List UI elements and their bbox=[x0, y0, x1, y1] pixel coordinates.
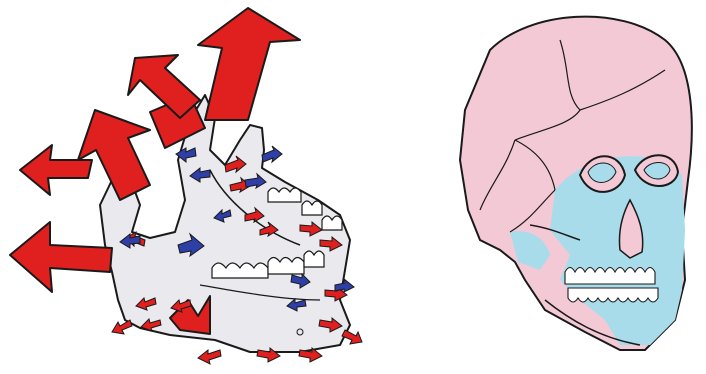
upper-teeth bbox=[565, 268, 655, 285]
small-red-arrow bbox=[342, 330, 362, 344]
large-red-arrow bbox=[198, 8, 300, 120]
mandible-svg bbox=[0, 0, 380, 374]
mandible-growth-diagram bbox=[0, 0, 380, 374]
small-red-arrow bbox=[112, 320, 132, 334]
small-blue-arrow bbox=[262, 146, 282, 162]
large-red-arrow bbox=[10, 222, 112, 292]
skull-svg bbox=[420, 0, 706, 374]
lower-teeth-skull bbox=[568, 288, 658, 302]
skull-remodeling-diagram bbox=[420, 0, 706, 374]
small-red-arrow bbox=[198, 350, 221, 364]
large-red-arrow bbox=[78, 110, 150, 200]
